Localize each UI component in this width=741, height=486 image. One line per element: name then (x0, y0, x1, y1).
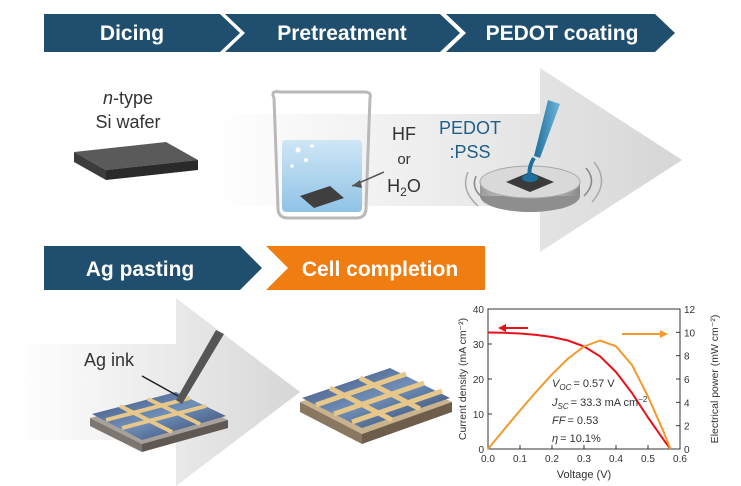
annotation-voc: VOC= 0.57 V (552, 378, 615, 392)
y2-tick-label: 8 (684, 352, 690, 363)
y2-tick-label: 10 (684, 328, 696, 339)
x-tick-label: 0.6 (673, 454, 687, 465)
x-tick-label: 0.1 (513, 454, 527, 465)
x-tick-label: 0.5 (641, 454, 655, 465)
step-label: Dicing (100, 22, 164, 45)
si-wafer (74, 142, 198, 180)
y-axis-label: Current density (mA cm⁻²) (457, 318, 469, 440)
pipette (522, 100, 560, 182)
ag-paste-cell (90, 392, 228, 452)
power-curve (487, 339, 672, 450)
annotation-jsc: JSC= 33.3 mA cm−2 (551, 395, 648, 411)
h2o-label: H2O (387, 176, 421, 199)
y2-tick-label: 0 (684, 445, 690, 456)
hf-label: HF (392, 124, 416, 144)
beaker (271, 90, 385, 220)
step-dicing: Dicing (44, 14, 240, 52)
x-tick-label: 0.3 (577, 454, 591, 465)
jv-chart: 0.0 0.1 0.2 0.3 0.4 0.5 0.6 0 10 20 30 40 0 2 4 6 8 10 1… (457, 305, 721, 481)
y2-axis-ticks: 0 2 4 6 8 10 12 (676, 305, 696, 456)
step-cell-completion: Cell completion (266, 246, 485, 290)
pedot-label-line1: PEDOT (439, 118, 501, 138)
ag-ink-label: Ag ink (84, 350, 135, 370)
y-tick-label: 20 (473, 375, 485, 386)
y-tick-label: 10 (473, 410, 485, 421)
plot-frame (487, 308, 681, 450)
x-tick-label: 0.2 (545, 454, 559, 465)
step-label: Ag pasting (86, 258, 195, 281)
power-axis-arrow (622, 330, 668, 338)
y-tick-label: 0 (478, 445, 484, 456)
step-label: PEDOT coating (486, 22, 639, 45)
ag-ink-pen (141, 330, 224, 404)
wafer-label-line1: n-type (103, 88, 153, 108)
annotation-eta: η= 10.1% (552, 433, 601, 445)
y2-tick-label: 12 (684, 305, 696, 316)
chart-series (487, 331, 672, 450)
step-label: Pretreatment (277, 22, 407, 45)
x-tick-label: 0.4 (609, 454, 623, 465)
wafer-label-line2: Si wafer (95, 112, 160, 132)
step-pedot-coating: PEDOT coating (446, 14, 675, 52)
annotation-ff: FF= 0.53 (552, 415, 598, 427)
x-axis-ticks: 0.0 0.1 0.2 0.3 0.4 0.5 0.6 (481, 445, 687, 465)
y2-axis-label: Electrical power (mW cm⁻²) (709, 315, 721, 444)
x-axis-label: Voltage (V) (557, 469, 611, 481)
or-label: or (397, 151, 410, 168)
step-pretreatment: Pretreatment (225, 14, 460, 52)
y-tick-label: 30 (473, 340, 485, 351)
big-arrow-bottom (12, 298, 300, 486)
y2-tick-label: 2 (684, 422, 690, 433)
y-tick-label: 40 (473, 305, 485, 316)
wafer-piece (300, 186, 344, 208)
completed-cell (300, 368, 452, 444)
big-arrow-top (210, 68, 682, 252)
y2-tick-label: 4 (684, 398, 690, 409)
step-ag-pasting: Ag pasting (44, 246, 262, 290)
x-tick-label: 0.0 (481, 454, 495, 465)
y2-tick-label: 6 (684, 375, 690, 386)
pedot-label-line2: :PSS (449, 142, 490, 162)
step-label: Cell completion (302, 258, 458, 281)
y-axis-ticks: 0 10 20 30 40 (473, 305, 492, 456)
jv-axis-arrow (498, 324, 528, 332)
